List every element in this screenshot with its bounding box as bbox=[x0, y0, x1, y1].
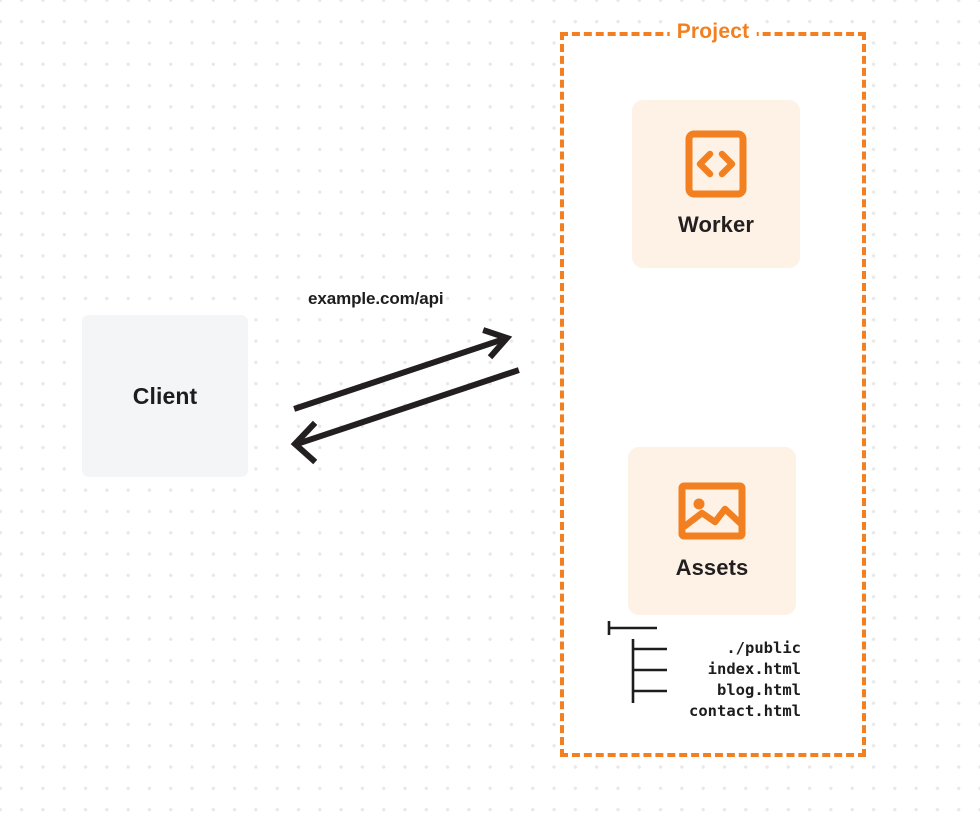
file-tree-item-name: contact.html bbox=[689, 702, 801, 720]
file-tree-item-name: blog.html bbox=[717, 681, 801, 699]
assets-card-label: Assets bbox=[675, 555, 749, 580]
client-node: Client bbox=[82, 315, 248, 477]
image-icon bbox=[678, 481, 746, 541]
connection-label: example.com/api bbox=[308, 289, 444, 308]
file-tree-item: contact.html bbox=[600, 680, 805, 720]
request-arrow-line bbox=[293, 335, 508, 412]
response-arrow-line bbox=[296, 367, 520, 447]
worker-card-label: Worker bbox=[678, 212, 754, 237]
file-tree-item: index.html bbox=[600, 638, 805, 678]
response-arrow-head bbox=[290, 420, 318, 465]
client-label: Client bbox=[132, 382, 198, 409]
file-tree-root: ./public bbox=[600, 617, 805, 657]
worker-card: Worker bbox=[632, 100, 800, 268]
file-tree-item: blog.html bbox=[600, 659, 805, 699]
code-brackets-icon bbox=[685, 130, 747, 198]
file-tree-root-name: ./public bbox=[726, 639, 801, 657]
assets-card: Assets bbox=[628, 447, 796, 615]
file-tree-item-name: index.html bbox=[707, 660, 801, 678]
assets-file-tree: ./public index.html blog.html contact.ht… bbox=[600, 617, 805, 720]
request-arrow-head bbox=[482, 327, 513, 360]
project-title: Project bbox=[669, 20, 757, 44]
